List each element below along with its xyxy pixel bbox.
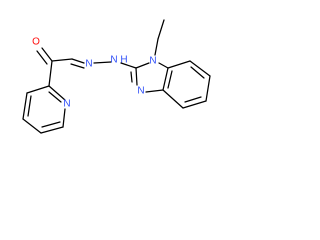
bond-ch-co xyxy=(51,58,73,62)
bond-co-pyridine xyxy=(48,60,53,87)
pyridine-n-label: N xyxy=(63,99,70,110)
bond-py-c2-n1-inner xyxy=(48,91,62,103)
bond-n-ch-double xyxy=(70,63,85,69)
benzimidazole-n3-label: N xyxy=(137,86,144,97)
benzimidazole-n1-label: N xyxy=(149,56,156,67)
hydrazone-nh-n-label: N xyxy=(110,55,117,66)
bond-c3a-c7a xyxy=(162,67,169,91)
bond-c2-n3 xyxy=(135,67,138,86)
bond-co-o-double xyxy=(36,50,48,65)
bond-c7a-c7 xyxy=(167,60,191,69)
bond-py-c2-n1 xyxy=(48,85,66,101)
bond-c3a-c7a-inner xyxy=(167,70,173,89)
bond-n3-c3a xyxy=(145,89,164,93)
bond-py-c3-c2 xyxy=(26,85,50,94)
bond-c2-n3-double xyxy=(130,71,133,83)
bond-c2-nh xyxy=(120,62,137,69)
bond-c5-c4 xyxy=(182,100,207,109)
bond-c5-c4-inner xyxy=(184,96,202,103)
bond-c4-c3a xyxy=(162,89,184,109)
bond-ethyl-ch3-ch2 xyxy=(157,19,165,40)
hydrazone-nh-h-label: H xyxy=(120,55,127,66)
bonds xyxy=(22,19,211,134)
bond-co-o xyxy=(41,47,53,62)
bond-py-c4-c3 xyxy=(22,92,28,120)
bond-py-c6-c5 xyxy=(40,126,64,134)
bond-c6-c5 xyxy=(205,75,211,102)
bond-ethyl-ch2-n xyxy=(154,38,159,56)
bond-py-c6-c5-inner xyxy=(41,121,61,128)
bond-n-ch xyxy=(71,58,85,64)
bond-c7a-n1 xyxy=(158,62,169,69)
bond-c7-c6-inner xyxy=(190,66,205,79)
hydrazone-n-label: N xyxy=(85,59,92,70)
atom-labels: O N N H N N N xyxy=(32,37,157,110)
bond-nh-n xyxy=(93,61,112,64)
chemical-structure-diagram: O N N H N N N xyxy=(22,19,211,134)
oxygen-atom-label: O xyxy=(32,37,40,48)
bond-py-c4-c3-inner xyxy=(27,95,32,117)
bond-py-n1-c6 xyxy=(62,108,66,128)
bond-c7-c6 xyxy=(189,60,211,77)
bond-n1-c2 xyxy=(135,62,150,69)
bond-py-c5-c4 xyxy=(22,118,42,134)
